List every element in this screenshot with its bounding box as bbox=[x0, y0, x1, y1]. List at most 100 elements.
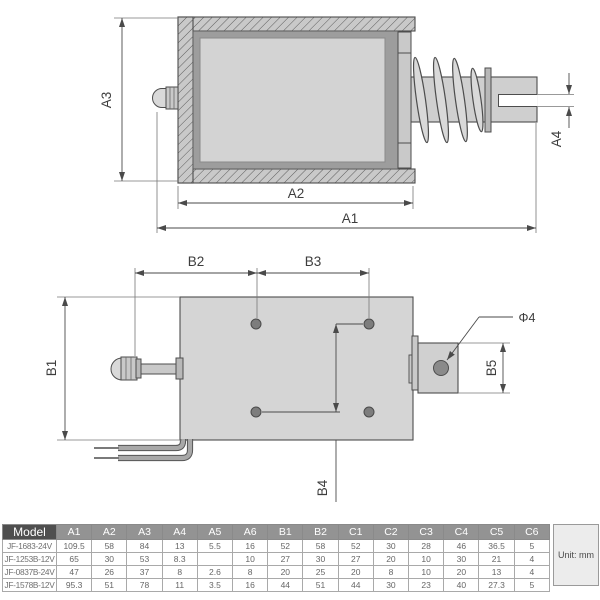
technical-drawing: A3 A2 A1 A4 bbox=[44, 16, 574, 502]
value-cell: 30 bbox=[443, 552, 480, 566]
value-cell: 23 bbox=[408, 578, 445, 592]
value-cell: 65 bbox=[55, 552, 93, 566]
value-cell: 13 bbox=[161, 539, 198, 553]
shaft-slot bbox=[498, 94, 538, 107]
value-cell: 20 bbox=[372, 552, 410, 566]
value-cell: 58 bbox=[91, 539, 128, 553]
value-cell: 53 bbox=[126, 552, 163, 566]
value-cell: 3.5 bbox=[196, 578, 234, 592]
mounting-hole bbox=[363, 318, 375, 330]
solenoid-body bbox=[179, 296, 414, 441]
value-cell: 51 bbox=[302, 578, 339, 592]
col-header-c6: C6 bbox=[513, 524, 551, 540]
value-cell: 28 bbox=[408, 539, 445, 553]
value-cell bbox=[196, 552, 234, 566]
value-cell: 21 bbox=[478, 552, 515, 566]
plunger-stop-cap bbox=[152, 88, 167, 108]
model-cell: JF-1578B-12V bbox=[2, 578, 57, 592]
value-cell: 78 bbox=[126, 578, 163, 592]
model-cell: JF-1683-24V bbox=[2, 539, 57, 553]
value-cell: 8.3 bbox=[161, 552, 198, 566]
col-header-a6: A6 bbox=[232, 524, 269, 540]
value-cell: 16 bbox=[232, 578, 269, 592]
bracket-hole bbox=[433, 360, 449, 376]
col-header-a3: A3 bbox=[126, 524, 163, 540]
value-cell: 37 bbox=[126, 565, 163, 579]
value-cell: 44 bbox=[337, 578, 374, 592]
frame-top-wall bbox=[177, 16, 416, 32]
value-cell: 84 bbox=[126, 539, 163, 553]
value-cell: 44 bbox=[267, 578, 304, 592]
bracket-boss bbox=[411, 335, 419, 391]
mounting-hole bbox=[250, 406, 262, 418]
value-cell: 10 bbox=[232, 552, 269, 566]
col-header-b1: B1 bbox=[267, 524, 304, 540]
value-cell: 4 bbox=[513, 552, 551, 566]
value-cell: 47 bbox=[55, 565, 93, 579]
value-cell: 27 bbox=[337, 552, 374, 566]
unit-note: Unit: mm bbox=[553, 524, 599, 586]
value-cell: 95.3 bbox=[55, 578, 93, 592]
value-cell: 5 bbox=[513, 578, 551, 592]
value-cell: 13 bbox=[478, 565, 515, 579]
col-header-a4: A4 bbox=[161, 524, 198, 540]
value-cell: 109.5 bbox=[55, 539, 93, 553]
value-cell: 10 bbox=[408, 565, 445, 579]
value-cell: 58 bbox=[302, 539, 339, 553]
col-header-a2: A2 bbox=[91, 524, 128, 540]
value-cell: 20 bbox=[443, 565, 480, 579]
value-cell: 2.6 bbox=[196, 565, 234, 579]
dim-label-a2: A2 bbox=[288, 186, 305, 201]
value-cell: 8 bbox=[161, 565, 198, 579]
frame-left-wall bbox=[177, 16, 194, 184]
value-cell: 30 bbox=[372, 578, 410, 592]
hole-dia-label: Φ4 bbox=[519, 311, 536, 325]
value-cell: 27.3 bbox=[478, 578, 515, 592]
value-cell: 27 bbox=[267, 552, 304, 566]
frame-bottom-wall bbox=[177, 168, 416, 184]
coil-core bbox=[199, 37, 386, 163]
value-cell: 52 bbox=[337, 539, 374, 553]
plunger-cap bbox=[110, 357, 123, 381]
col-header-c3: C3 bbox=[408, 524, 445, 540]
col-header-b2: B2 bbox=[302, 524, 339, 540]
dim-label-b1: B1 bbox=[44, 360, 59, 377]
value-cell: 20 bbox=[267, 565, 304, 579]
return-spring bbox=[412, 56, 484, 144]
dim-label-b4: B4 bbox=[315, 479, 330, 496]
value-cell: 51 bbox=[91, 578, 128, 592]
dim-label-b3: B3 bbox=[305, 254, 322, 269]
col-header-c4: C4 bbox=[443, 524, 480, 540]
value-cell: 30 bbox=[302, 552, 339, 566]
lead-wires bbox=[94, 439, 194, 462]
value-cell: 30 bbox=[91, 552, 128, 566]
value-cell: 52 bbox=[267, 539, 304, 553]
col-header-c5: C5 bbox=[478, 524, 515, 540]
value-cell: 46 bbox=[443, 539, 480, 553]
dim-label-a3: A3 bbox=[99, 92, 114, 109]
value-cell: 36.5 bbox=[478, 539, 515, 553]
value-cell: 11 bbox=[161, 578, 198, 592]
rod-washer bbox=[175, 357, 184, 380]
spring-washer bbox=[484, 67, 492, 133]
model-cell: JF-0837B-24V bbox=[2, 565, 57, 579]
value-cell: 8 bbox=[232, 565, 269, 579]
col-header-c1: C1 bbox=[337, 524, 374, 540]
value-cell: 5 bbox=[513, 539, 551, 553]
col-header-model: Model bbox=[2, 524, 57, 540]
end-plate bbox=[397, 31, 412, 169]
plunger-nut bbox=[120, 356, 138, 381]
value-cell: 16 bbox=[232, 539, 269, 553]
plunger-stop-nut bbox=[165, 86, 179, 110]
value-cell: 20 bbox=[337, 565, 374, 579]
dim-label-b2: B2 bbox=[188, 254, 205, 269]
value-cell: 5.5 bbox=[196, 539, 234, 553]
plunger-rod bbox=[138, 363, 179, 375]
